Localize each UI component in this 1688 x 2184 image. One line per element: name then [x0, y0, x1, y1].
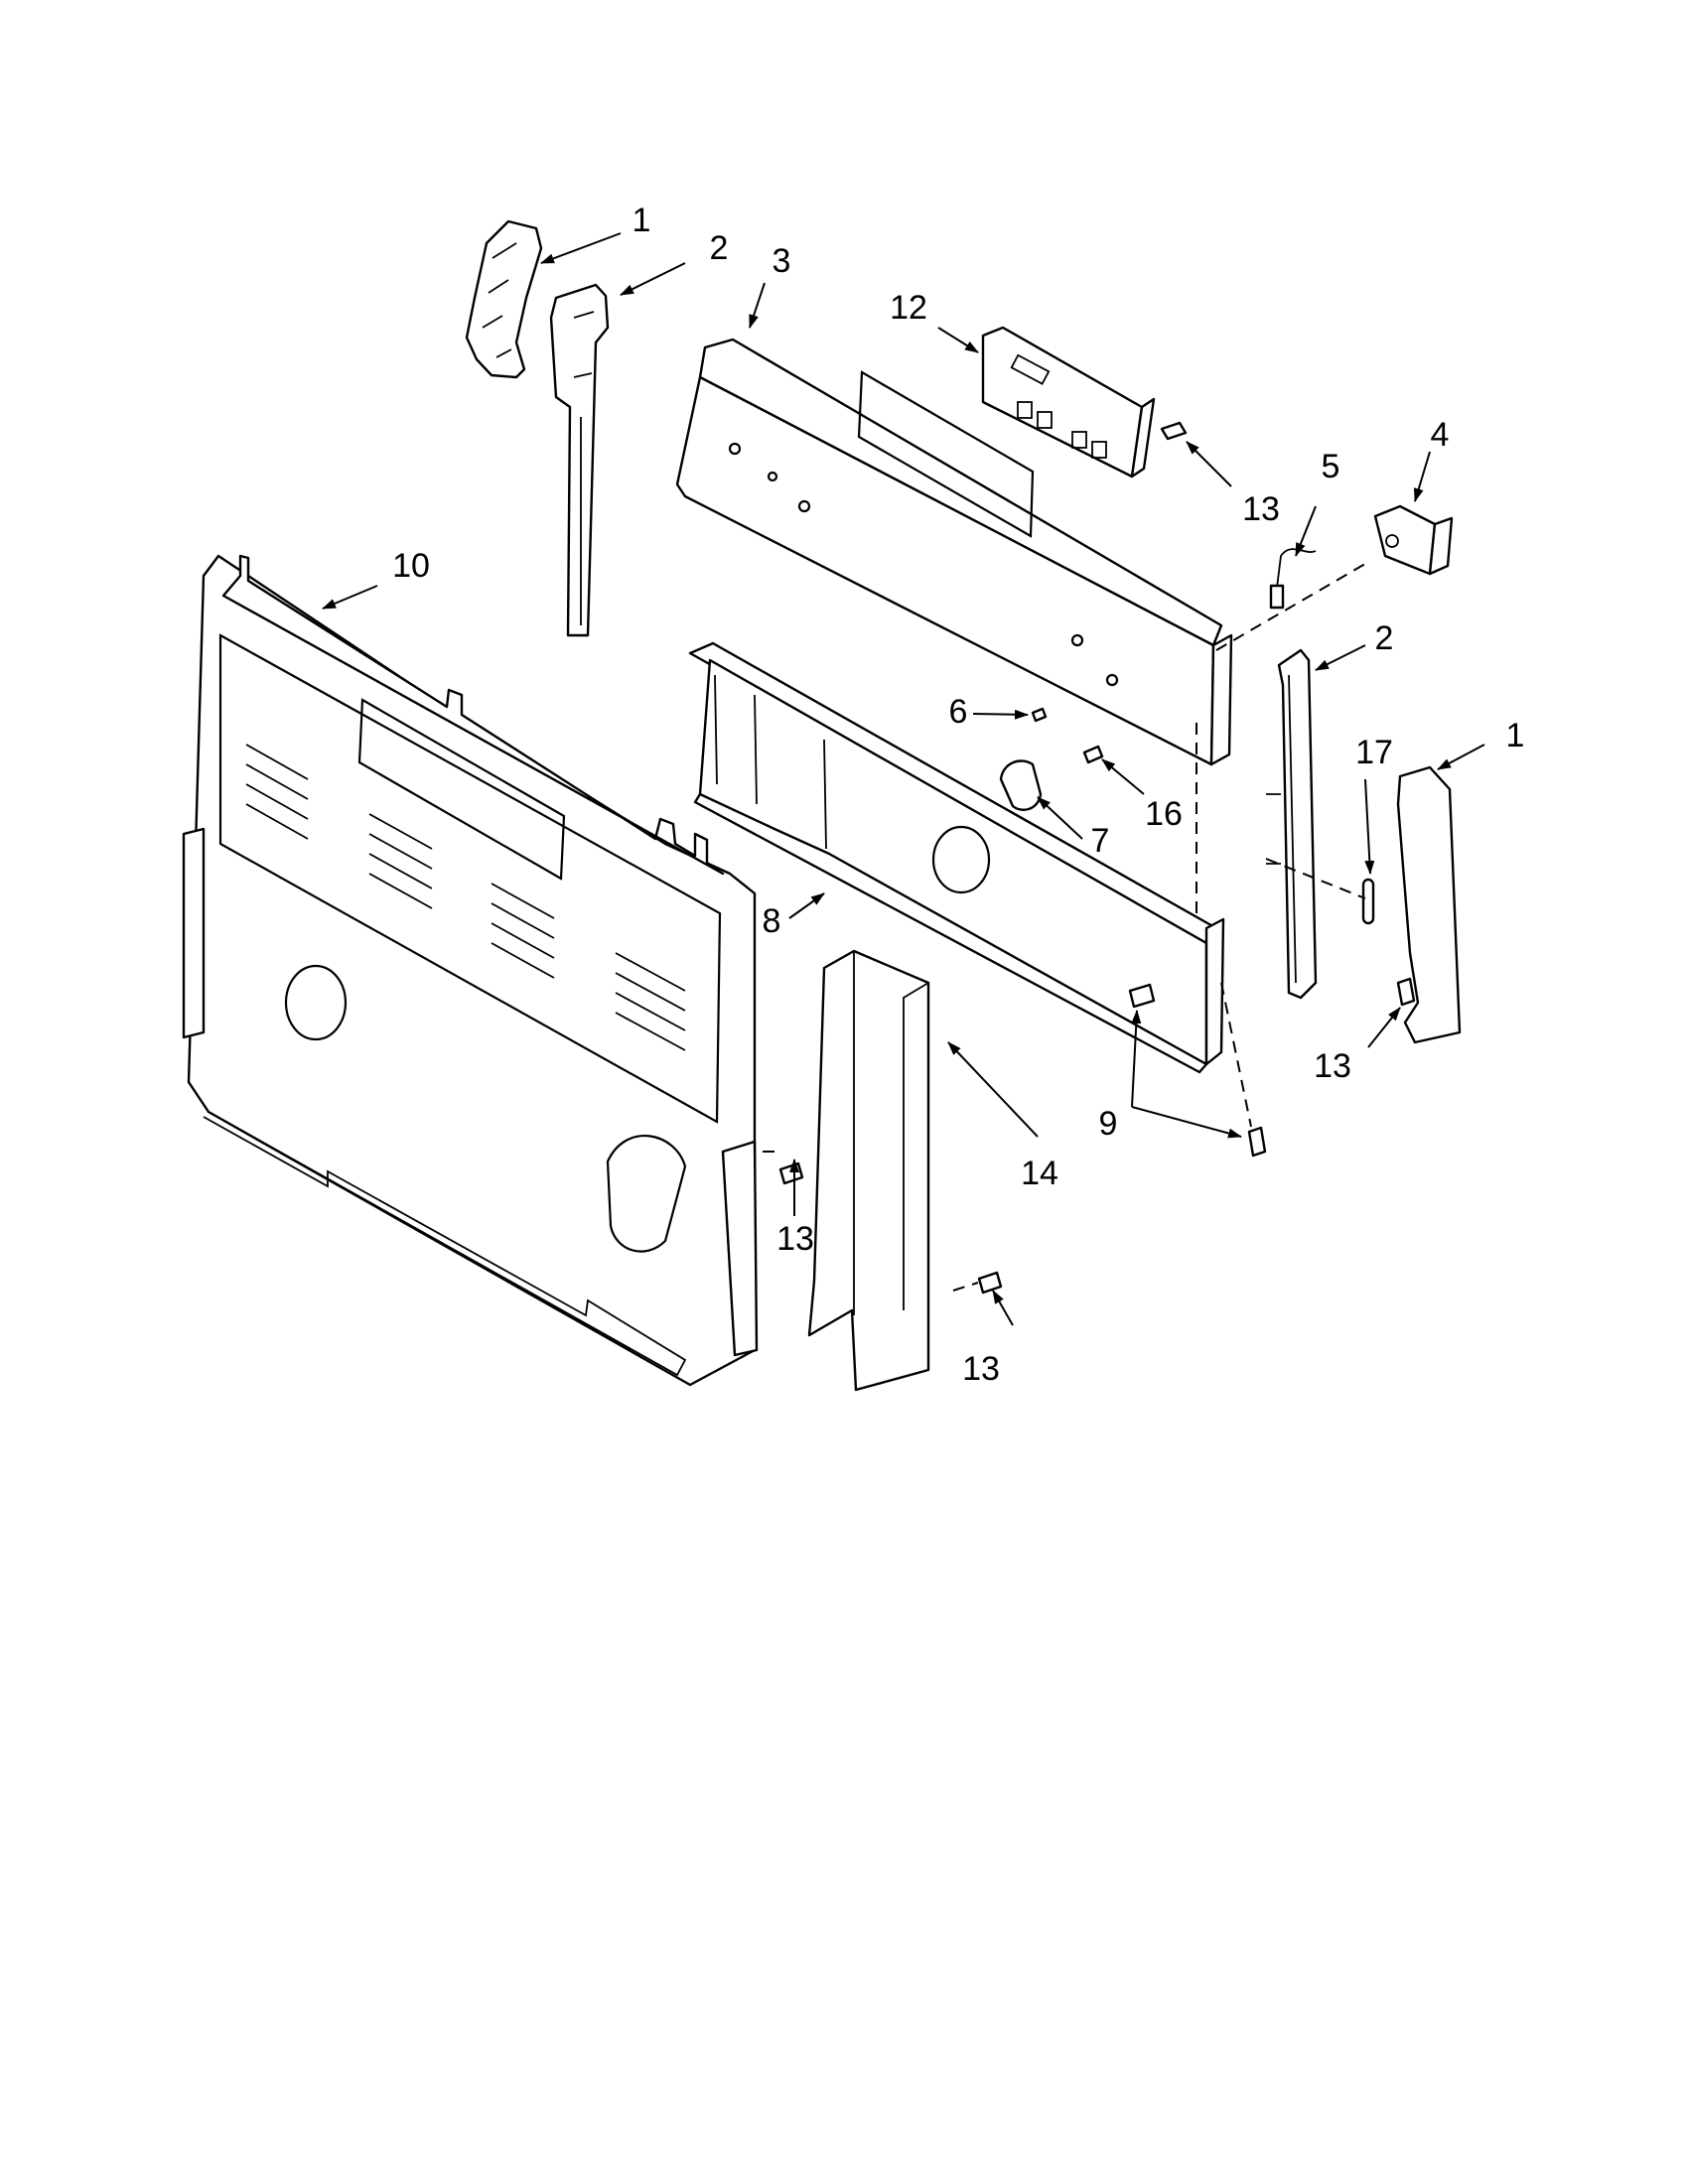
callout-7: 7	[1091, 822, 1110, 860]
callout-2-right: 2	[1375, 619, 1394, 657]
callout-8: 8	[763, 902, 781, 940]
callout-13-right: 13	[1314, 1047, 1351, 1085]
callout-10: 10	[392, 547, 430, 585]
part-1-end-cap-right	[1396, 765, 1462, 1044]
callout-2-left: 2	[710, 229, 729, 267]
callout-13-bottom: 13	[962, 1350, 1000, 1388]
callout-16: 16	[1145, 795, 1183, 833]
callout-6: 6	[949, 693, 968, 731]
callout-1-left: 1	[633, 202, 651, 239]
part-17-clip	[1361, 878, 1375, 925]
callout-labels: 1 2 3 12 13 5 4 10 2 1 17 6 16 7 8 13 9 …	[392, 202, 1524, 1388]
part-2-side-bracket-left	[549, 283, 610, 637]
screws	[778, 421, 1416, 1295]
leader-arrows	[322, 232, 1485, 1326]
callout-9: 9	[1099, 1105, 1118, 1143]
part-4-terminal-block	[1373, 504, 1454, 576]
callout-13-top: 13	[1242, 490, 1280, 528]
callout-4: 4	[1431, 416, 1450, 454]
callout-13-left: 13	[776, 1220, 814, 1258]
callout-5: 5	[1322, 448, 1340, 485]
part-8-inner-panel	[688, 641, 1225, 1074]
part-12-electronic-control	[981, 326, 1156, 478]
alignment-lines	[763, 560, 1371, 1292]
callout-3: 3	[773, 242, 791, 280]
callout-1-right: 1	[1506, 717, 1525, 754]
part-5-wire-harness	[1269, 548, 1317, 610]
part-7-knob	[999, 759, 1043, 811]
callout-14: 14	[1021, 1155, 1058, 1192]
part-2-side-bracket-right	[1266, 648, 1318, 1000]
part-14-side-trim	[807, 949, 930, 1392]
part-1-end-cap-left	[465, 219, 543, 379]
part-10-rear-panel	[182, 554, 759, 1387]
callout-17: 17	[1355, 734, 1393, 771]
callout-12: 12	[890, 289, 927, 327]
part-3-control-panel	[675, 338, 1233, 766]
